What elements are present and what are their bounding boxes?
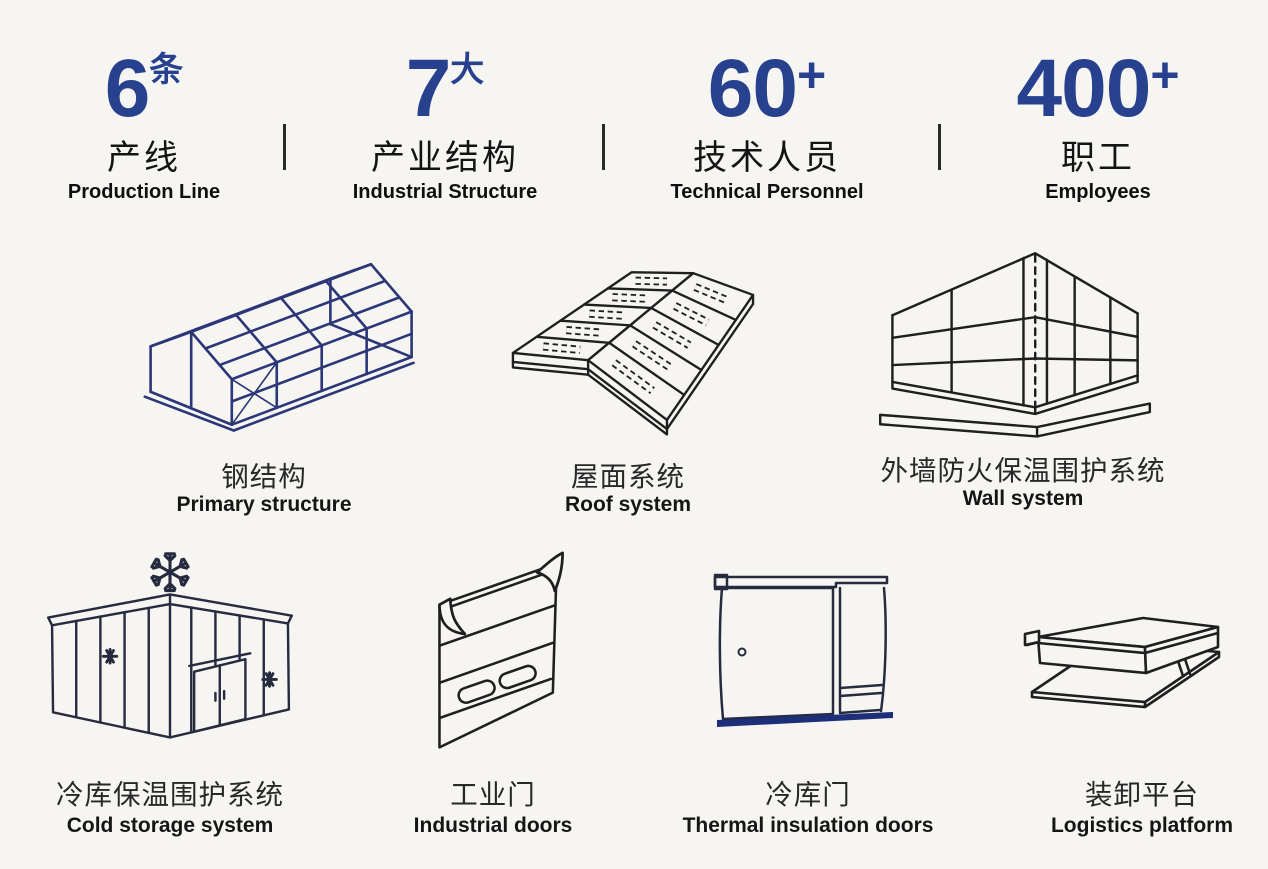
divider	[938, 124, 941, 170]
stat-number: 60	[707, 43, 798, 134]
stat-label-en: Technical Personnel	[670, 180, 864, 203]
product-label-zh: 冷库门	[765, 779, 851, 810]
product-label-en: Industrial doors	[413, 814, 573, 837]
product-logistics-platform: 装卸平台 Logistics platform	[1007, 548, 1268, 858]
product-label-en: Cold storage system	[66, 814, 274, 837]
product-label-en: Thermal insulation doors	[682, 814, 934, 837]
product-roof-system: 屋面系统 Roof system	[468, 246, 788, 556]
stat-value: 60+	[657, 43, 877, 134]
stat-label-en: Employees	[1045, 180, 1151, 203]
wall-panels-icon	[878, 252, 1152, 438]
roof-panels-icon	[511, 271, 755, 436]
divider	[602, 124, 605, 170]
product-label-zh: 装卸平台	[1085, 779, 1199, 810]
stat-suffix: +	[1150, 47, 1180, 103]
product-primary-structure: 钢结构 Primary structure	[104, 246, 424, 556]
product-label-zh: 工业门	[450, 779, 536, 810]
stat-number: 6	[104, 43, 151, 134]
stat-number: 400	[1016, 43, 1151, 134]
stat-technical-personnel: 60+ 技术人员 Technical Personnel	[657, 43, 877, 204]
stat-value: 400+	[988, 43, 1208, 134]
industrial-door-icon	[438, 551, 564, 749]
stat-label-en: Production Line	[67, 180, 221, 203]
product-label-en: Primary structure	[176, 493, 352, 516]
stat-label-zh: 技术人员	[693, 138, 841, 177]
product-label-en: Roof system	[564, 493, 692, 516]
product-label-zh: 冷库保温围护系统	[56, 779, 284, 810]
product-thermal-doors: 冷库门 Thermal insulation doors	[648, 548, 968, 858]
product-label-en: Wall system	[962, 487, 1084, 510]
stat-suffix: 条	[149, 51, 184, 89]
stat-suffix: +	[797, 47, 827, 103]
product-industrial-doors: 工业门 Industrial doors	[343, 548, 643, 858]
product-cold-storage: 冷库保温围护系统 Cold storage system	[10, 548, 330, 858]
stat-label-zh: 职工	[1061, 138, 1135, 177]
product-label-en: Logistics platform	[1050, 814, 1234, 837]
product-wall-system: 外墙防火保温围护系统 Wall system	[858, 240, 1188, 550]
divider	[283, 124, 286, 170]
stat-employees: 400+ 职工 Employees	[988, 43, 1208, 204]
product-label-zh: 屋面系统	[571, 461, 685, 492]
stat-label-en: Industrial Structure	[352, 180, 538, 203]
product-label-zh: 钢结构	[221, 461, 307, 492]
steel-structure-icon	[143, 262, 415, 432]
cold-storage-icon	[46, 552, 294, 739]
product-label-zh: 外墙防火保温围护系统	[880, 455, 1166, 486]
stat-label-zh: 产业结构	[371, 138, 519, 177]
dock-leveler-icon	[1023, 616, 1221, 709]
stat-suffix: 大	[450, 51, 485, 89]
stat-number: 7	[405, 43, 452, 134]
insulated-door-icon	[713, 573, 893, 727]
stat-label-zh: 产线	[107, 138, 181, 177]
